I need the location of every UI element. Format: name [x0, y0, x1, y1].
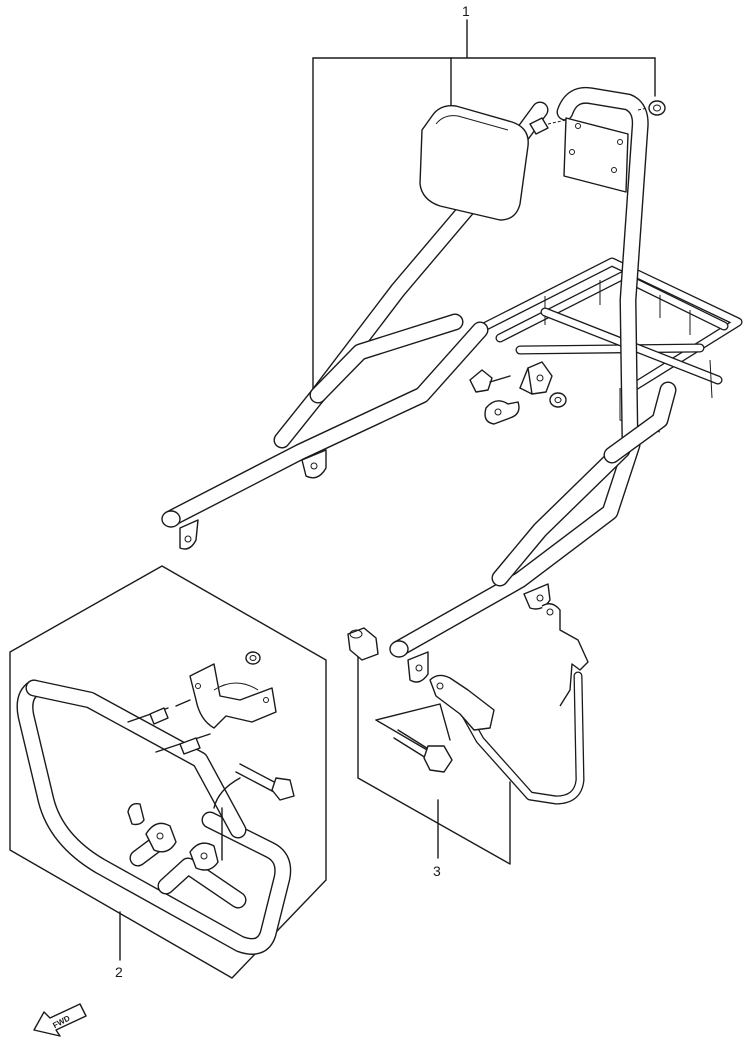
- long-bolt: [213, 763, 295, 861]
- callout-1-label: 1: [462, 3, 470, 19]
- tube-end-left: [161, 510, 181, 528]
- clamp-nut: [245, 651, 261, 665]
- fwd-arrow-icon: FWD: [33, 1003, 87, 1037]
- callout-2-label: 2: [115, 964, 123, 980]
- mount-tab-right-lower: [407, 651, 429, 683]
- mount-tab-left: [179, 519, 199, 550]
- mount-tab-middle: [301, 449, 327, 479]
- bumper-guard: [16, 679, 292, 955]
- rear-carrier-frame: [161, 86, 743, 683]
- callout-3-label: 3: [433, 863, 441, 879]
- callout-3-box: [357, 639, 511, 865]
- stud-bolt-upper: [127, 699, 191, 725]
- clamp-bracket: [189, 663, 277, 729]
- backrest-pad: [419, 105, 529, 221]
- middle-bolt: [469, 369, 511, 393]
- collar: [347, 627, 379, 661]
- backrest-plate: [563, 117, 629, 193]
- spacer-top: [529, 117, 567, 135]
- flange-bolt: [393, 729, 453, 773]
- middle-nut: [549, 392, 567, 408]
- stay-bar: [429, 603, 589, 805]
- stud-bolt-lower: [155, 733, 211, 755]
- middle-clip: [484, 400, 520, 425]
- tube-end-right: [389, 640, 409, 658]
- nut-top: [637, 100, 666, 116]
- middle-bracket: [519, 361, 553, 395]
- callout-2-box: [9, 565, 327, 979]
